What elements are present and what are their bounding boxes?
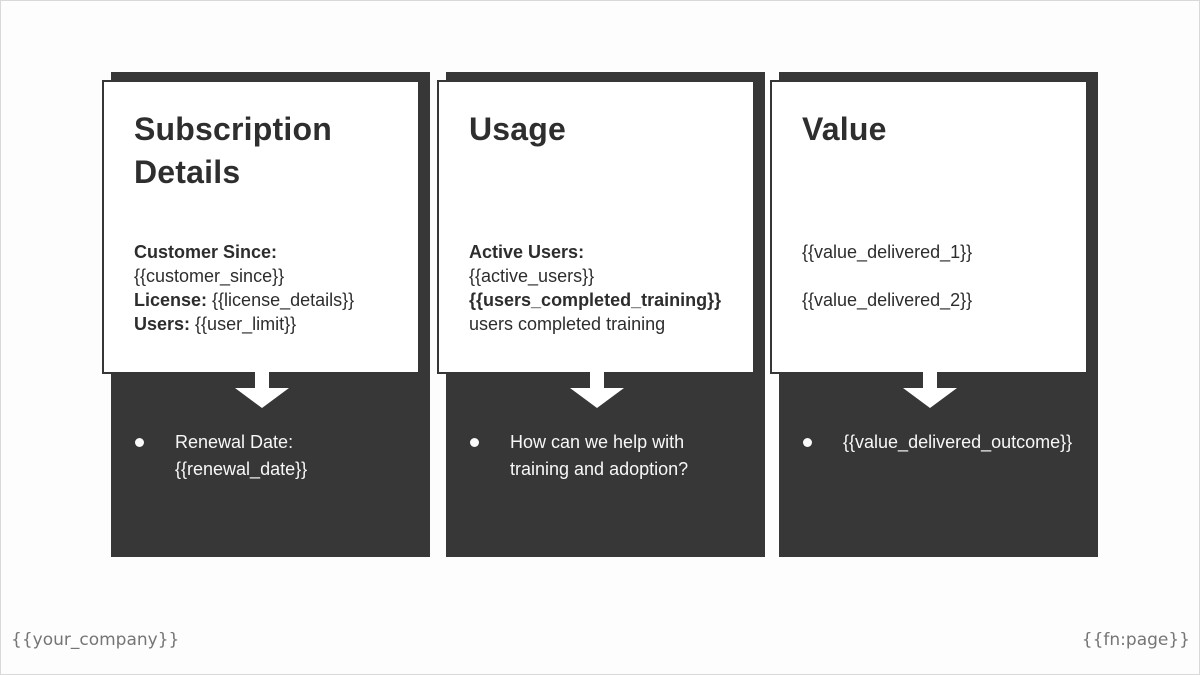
body-line: {{active_users}} <box>469 266 595 286</box>
footer-company-placeholder: {{your_company}} <box>11 630 180 650</box>
card-title: Usage <box>469 111 567 147</box>
card-body: {{value_delivered_1}} {{value_delivered_… <box>802 240 1072 312</box>
card-white-panel: Usage Active Users: {{active_users}} {{u… <box>437 80 755 374</box>
bullet-text: {{value_delivered_outcome}} <box>843 432 1073 452</box>
body-line: users completed training <box>469 314 666 334</box>
body-line: {{customer_since}} <box>134 266 285 286</box>
card-usage: Usage Active Users: {{active_users}} {{u… <box>437 72 767 557</box>
body-line: Customer Since: <box>134 242 278 262</box>
footer-page-number-placeholder: {{fn:page}} <box>1081 630 1190 650</box>
bullet-dot-icon <box>135 438 144 447</box>
bullet-dot-icon <box>470 438 479 447</box>
bullet-item: {{value_delivered_outcome}} <box>803 429 1076 456</box>
bullet-item: Renewal Date: {{renewal_date}} <box>135 429 408 483</box>
card-value: Value {{value_delivered_1}} {{value_deli… <box>770 72 1100 557</box>
bullet-text: How can we help with training and adopti… <box>510 432 689 479</box>
bullet-item: How can we help with training and adopti… <box>470 429 743 483</box>
body-line: {{value_delivered_2}} <box>802 290 973 310</box>
body-line: Users: {{user_limit}} <box>134 314 297 334</box>
bullet-dot-icon <box>803 438 812 447</box>
body-line: License: {{license_details}} <box>134 290 355 310</box>
body-line: Active Users: <box>469 242 585 262</box>
card-body: Customer Since: {{customer_since}} Licen… <box>134 240 404 336</box>
body-line <box>802 264 1072 288</box>
bullet-text: Renewal Date: {{renewal_date}} <box>175 432 308 479</box>
card-title: Subscription Details <box>134 111 332 190</box>
card-title: Value <box>802 111 887 147</box>
card-white-panel: Value {{value_delivered_1}} {{value_deli… <box>770 80 1088 374</box>
card-body: Active Users: {{active_users}} {{users_c… <box>469 240 739 336</box>
body-line: {{value_delivered_1}} <box>802 242 973 262</box>
card-subscription-details: Subscription Details Customer Since: {{c… <box>102 72 432 557</box>
body-line: {{users_completed_training}} <box>469 290 722 310</box>
card-white-panel: Subscription Details Customer Since: {{c… <box>102 80 420 374</box>
